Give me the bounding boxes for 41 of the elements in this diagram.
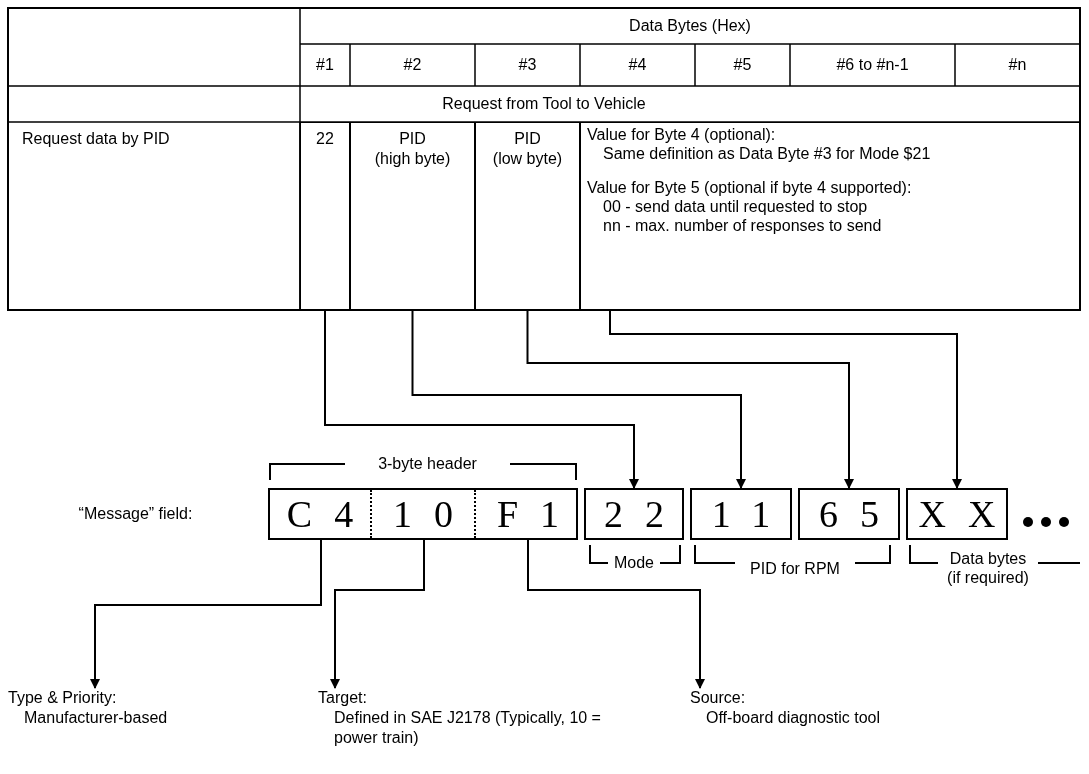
byte-field: 11	[690, 488, 792, 540]
column-header: #1	[315, 55, 335, 75]
cell-heading: Value for Byte 5 (optional if byte 4 supported):	[587, 179, 913, 198]
description-text: Off-board diagnostic tool	[706, 708, 882, 728]
column-header: #n	[1007, 55, 1028, 75]
byte-field: C4	[270, 490, 372, 538]
cell-note: nn - max. number of responses to send	[603, 217, 883, 236]
column-header: #4	[627, 55, 648, 75]
cell-heading: Value for Byte 4 (optional):	[587, 126, 777, 145]
column-header: #5	[732, 55, 753, 75]
cell-note: 00 - send data until requested to stop	[603, 198, 869, 217]
column-header: Data Bytes (Hex)	[628, 16, 752, 36]
column-header: #3	[517, 55, 538, 75]
cell-note: Same definition as Data Byte #3 for Mode $21	[603, 145, 932, 164]
section-header: Request from Tool to Vehicle	[441, 94, 647, 114]
byte-field: 22	[584, 488, 684, 540]
arrow	[609, 309, 962, 489]
byte-field: F1	[476, 490, 580, 538]
table-cell: 22	[300, 122, 350, 310]
arrow	[324, 309, 639, 489]
heading-text: Source:	[690, 688, 747, 708]
arrow	[527, 537, 705, 689]
arrow	[526, 309, 854, 489]
heading-text: Type & Priority:	[8, 688, 118, 708]
column-header: #2	[402, 55, 423, 75]
table-cell: PID (high byte)	[350, 122, 475, 310]
byte-field: 65	[798, 488, 900, 540]
description-text: Manufacturer-based	[24, 708, 169, 728]
byte-field: XX	[906, 488, 1008, 540]
table-cell: PID (low byte)	[475, 122, 580, 310]
table-cell	[580, 122, 1080, 310]
heading-text: Target:	[318, 688, 368, 708]
column-header: #6 to #n-1	[835, 55, 910, 75]
arrow	[330, 537, 425, 689]
byte-field: 10	[372, 490, 476, 538]
description-text: Defined in SAE J2178 (Typically, 10 = power train)	[334, 708, 602, 748]
field-label: “Message” field:	[77, 504, 194, 524]
header-box	[268, 488, 578, 540]
arrow	[90, 537, 322, 689]
row-header: Request data by PID	[22, 130, 171, 149]
arrow	[411, 309, 746, 489]
